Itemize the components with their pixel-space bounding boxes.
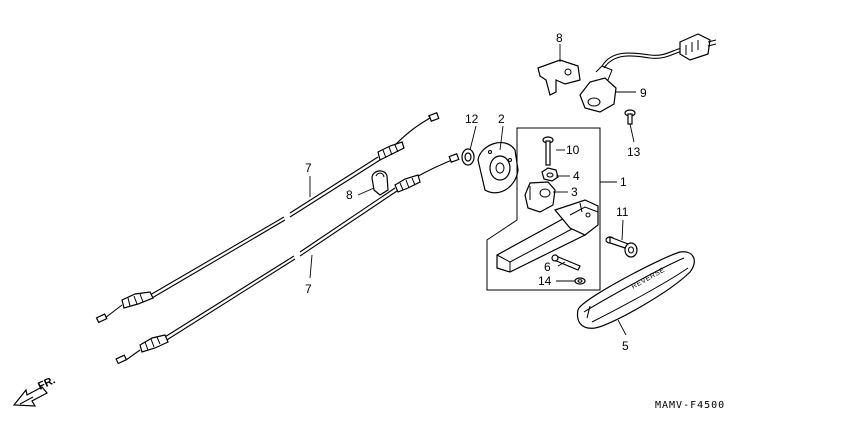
pin-part-6 [551, 254, 581, 271]
bolt-part-11 [542, 136, 554, 166]
front-direction-arrow: FR. [12, 374, 57, 407]
leader-lines [309, 44, 636, 336]
callout-7-upper: 7 [305, 161, 312, 175]
cable-upper [95, 112, 440, 324]
plate-part-2 [477, 142, 519, 194]
callout-5: 5 [622, 339, 629, 353]
callouts: 8 9 13 12 2 10 4 3 1 11 6 14 5 7 10 7 7 [305, 31, 647, 353]
washer-part-13 [461, 148, 475, 166]
callout-9: 8 [556, 31, 563, 45]
callout-15: 14 [538, 274, 552, 288]
callout-10: 9 [640, 86, 647, 100]
pivot-pin-part-12 [605, 236, 638, 258]
clip-part-15 [574, 277, 586, 285]
callout-11: 10 [566, 143, 580, 157]
callout-1: 1 [620, 175, 627, 189]
assembly-box-part-1 [486, 127, 601, 291]
cable-lower [115, 153, 460, 365]
callout-4: 4 [573, 169, 580, 183]
callout-3: 3 [571, 185, 578, 199]
callout-6: 6 [544, 260, 551, 274]
nut-part-4 [541, 167, 559, 182]
cable-clip-part-8 [371, 170, 389, 196]
callout-7-lower: 7 [305, 282, 312, 296]
pivot-block-part-3 [524, 181, 556, 213]
reverse-lever-part-5: REVERSE [576, 251, 695, 329]
callout-12: 11 [616, 205, 629, 219]
bracket-part-9 [537, 59, 581, 96]
handle-bar-part-1 [496, 199, 599, 273]
screw-part-14 [624, 109, 636, 125]
callout-13: 12 [465, 112, 479, 126]
switch-part-10 [579, 33, 717, 113]
front-direction-label: FR. [36, 374, 57, 392]
diagram-code: MAMV-F4500 [655, 400, 725, 411]
callout-14: 13 [627, 145, 641, 159]
callout-2: 2 [498, 112, 505, 126]
callout-8-visible: 8 [346, 188, 353, 202]
